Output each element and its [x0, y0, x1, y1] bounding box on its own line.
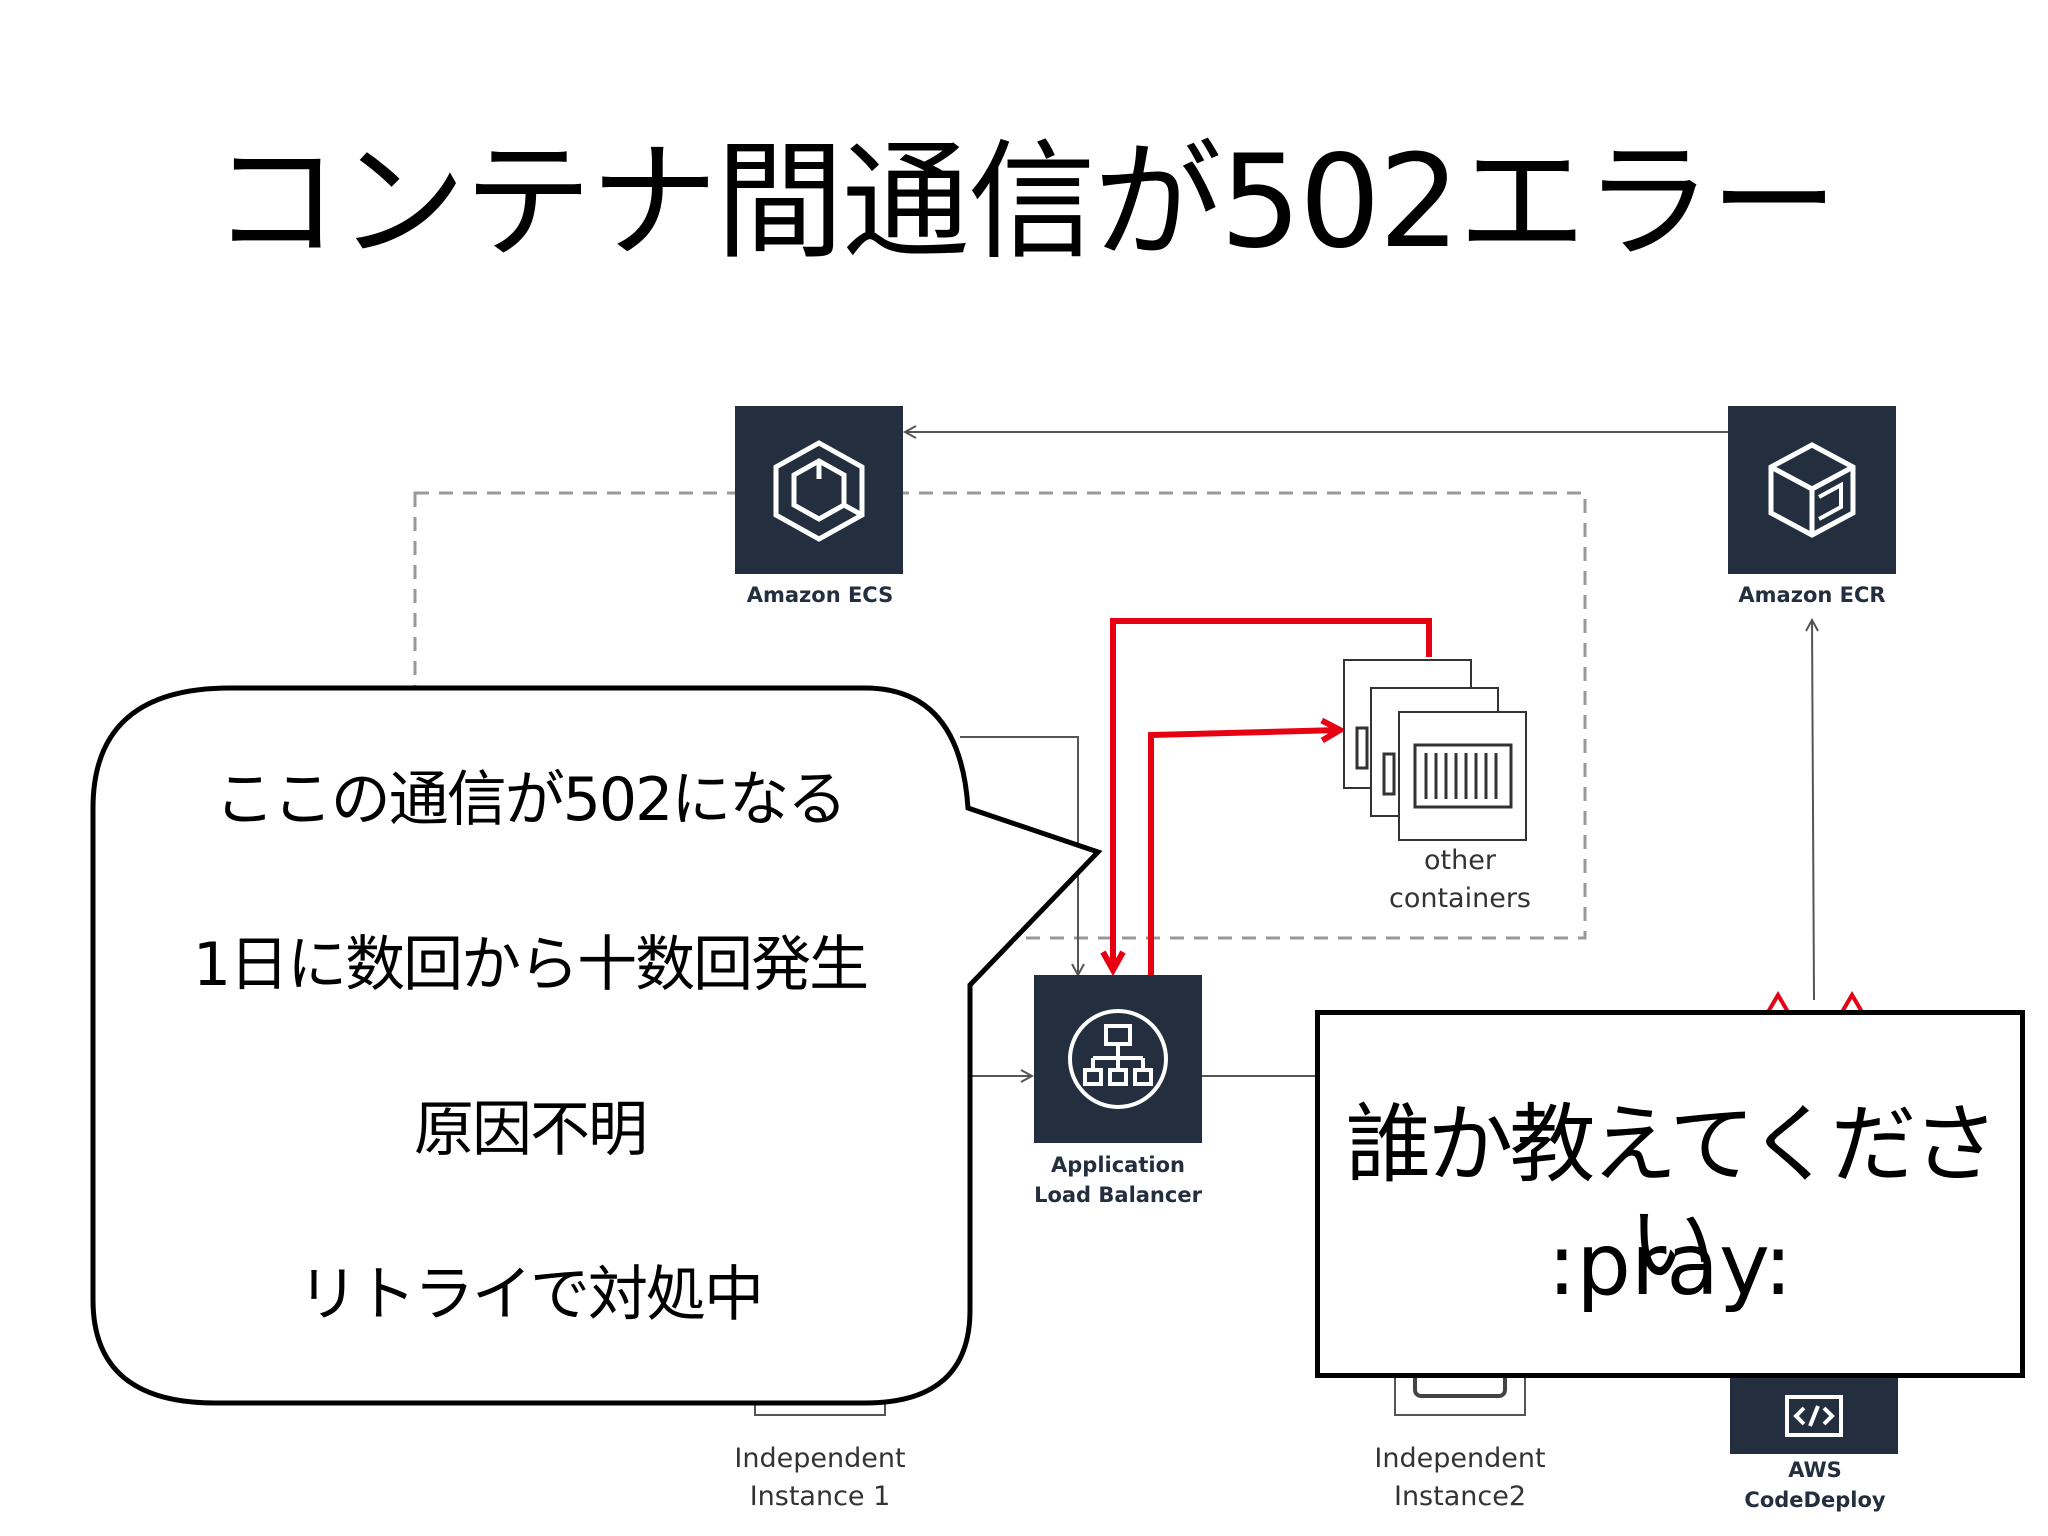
load-balancer-icon: [1068, 1009, 1168, 1109]
container-icon: [1343, 659, 1527, 841]
codedeploy-peaks: [1766, 991, 1864, 1014]
ecs-icon: [773, 440, 865, 542]
instance1-label: Independent Instance 1: [734, 1443, 906, 1512]
callout-line-1: ここの通信が502になる: [214, 765, 848, 835]
cluster-to-alb-line: [960, 736, 1078, 975]
ask-line-1: 誰か教えてください: [1345, 1095, 1998, 1295]
ask-line-2: :pray:: [1547, 1215, 1793, 1315]
callout-line-4: リトライで対処中: [298, 1260, 764, 1330]
alb-node: [1034, 975, 1202, 1143]
ask-box: 誰か教えてください :pray:: [1315, 1010, 2025, 1378]
callout-line-3: 原因不明: [414, 1095, 648, 1165]
alb-to-containers-arrow: [1148, 730, 1340, 975]
alb-label: Application Load Balancer: [1034, 1153, 1202, 1207]
codedeploy-node: [1730, 1378, 1898, 1454]
containers-to-alb-arrow: [1113, 618, 1432, 970]
slide-title: コンテナ間通信が502エラー: [211, 128, 1838, 277]
ecs-node: [735, 406, 903, 574]
codedeploy-label: AWS CodeDeploy: [1744, 1458, 1886, 1512]
containers-label: other containers: [1388, 845, 1531, 914]
callout-bubble: [90, 685, 1103, 1406]
ecs-label: Amazon ECS: [746, 583, 894, 607]
callout-line-2: 1日に数回から十数回発生: [192, 930, 869, 1000]
codedeploy-to-ecr-line: [1812, 620, 1814, 1001]
ecr-label: Amazon ECR: [1738, 583, 1886, 607]
code-icon: [1785, 1395, 1843, 1437]
ecr-icon: [1768, 442, 1856, 538]
instance2-label: Independent Instance2: [1374, 1443, 1546, 1512]
ecr-node: [1728, 406, 1896, 574]
